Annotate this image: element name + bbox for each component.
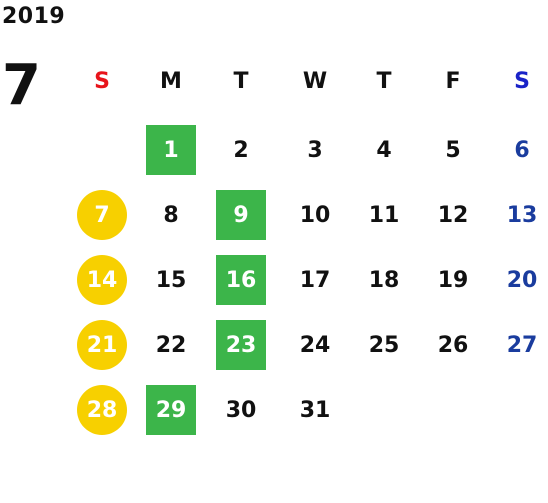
calendar-day[interactable]: 14: [77, 255, 127, 305]
weekday-header: W: [302, 68, 328, 94]
calendar-year: 2019: [2, 4, 66, 29]
calendar-day[interactable]: 8: [163, 202, 179, 228]
calendar-day[interactable]: 29: [146, 385, 196, 435]
calendar-day[interactable]: 15: [155, 267, 187, 293]
calendar-day[interactable]: 28: [77, 385, 127, 435]
calendar-day[interactable]: 10: [299, 202, 331, 228]
calendar-day[interactable]: 18: [368, 267, 400, 293]
calendar-day[interactable]: 30: [225, 397, 257, 423]
calendar-day[interactable]: 7: [77, 190, 127, 240]
calendar-month: 7: [2, 53, 41, 118]
calendar-day[interactable]: 17: [299, 267, 331, 293]
weekday-header: T: [376, 68, 392, 94]
calendar-day[interactable]: 26: [437, 332, 469, 358]
calendar-day[interactable]: 31: [299, 397, 331, 423]
calendar-day[interactable]: 2: [233, 137, 249, 163]
weekday-header: S: [94, 68, 110, 94]
calendar-day[interactable]: 20: [506, 267, 538, 293]
calendar-day[interactable]: 11: [368, 202, 400, 228]
calendar-day[interactable]: 25: [368, 332, 400, 358]
calendar-day[interactable]: 1: [146, 125, 196, 175]
calendar-day[interactable]: 24: [299, 332, 331, 358]
weekday-header: S: [514, 68, 530, 94]
calendar-day[interactable]: 4: [376, 137, 392, 163]
weekday-header: M: [160, 68, 182, 94]
calendar-day[interactable]: 6: [514, 137, 530, 163]
calendar-day[interactable]: 23: [216, 320, 266, 370]
calendar-day[interactable]: 27: [506, 332, 538, 358]
calendar-day[interactable]: 19: [437, 267, 469, 293]
calendar-day[interactable]: 22: [155, 332, 187, 358]
calendar-day[interactable]: 12: [437, 202, 469, 228]
calendar-day[interactable]: 9: [216, 190, 266, 240]
calendar-day[interactable]: 5: [445, 137, 461, 163]
weekday-header: F: [445, 68, 461, 94]
weekday-header: T: [233, 68, 249, 94]
calendar-day[interactable]: 3: [307, 137, 323, 163]
calendar-day[interactable]: 13: [506, 202, 538, 228]
calendar-day[interactable]: 21: [77, 320, 127, 370]
calendar-day[interactable]: 16: [216, 255, 266, 305]
